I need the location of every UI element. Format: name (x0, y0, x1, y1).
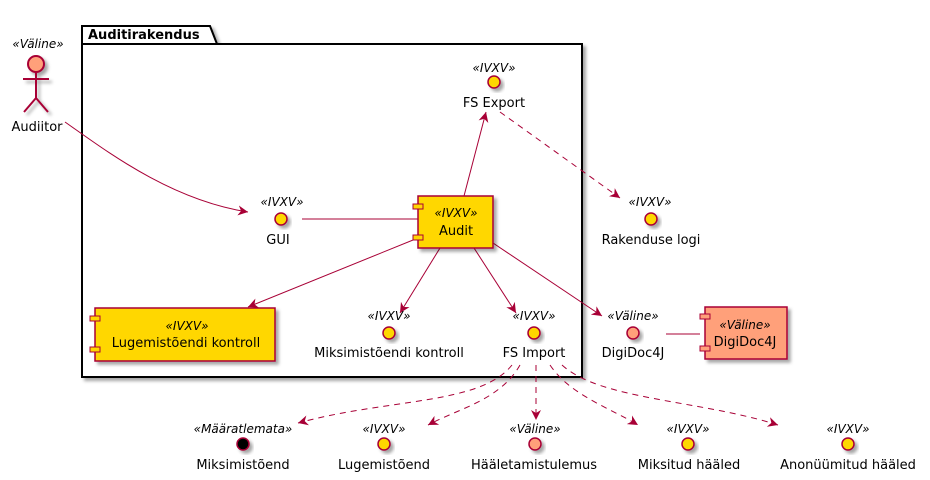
gui-label: GUI (266, 233, 289, 248)
fs-export-label: FS Export (463, 96, 525, 111)
interface-anonuumitud-haaled: «IVXV» Anonüümitud hääled (780, 422, 916, 473)
miksitud-haaled-lollipop (681, 437, 695, 451)
digidoc4j-if-lollipop (626, 326, 640, 340)
package-auditirakendus: Auditirakendus (81, 25, 583, 378)
edge-audit-miksimistoendi-kontroll (399, 247, 441, 314)
digidoc4j-label: DigiDoc4J (714, 335, 777, 350)
interface-haaletamistulemus: «Väline» Hääletamistulemus (471, 422, 597, 473)
edge-audit-lugemistoendi-kontroll (247, 237, 419, 308)
haaletamistulemus-lollipop (528, 437, 542, 451)
audit-label: Audit (439, 224, 473, 239)
miksimistoend-label: Miksimistõend (196, 458, 289, 473)
edge-fs-import-miksitud-haaled (549, 364, 639, 426)
edge-audit-fs-export (463, 111, 489, 197)
actor-label: Audiitor (11, 120, 63, 135)
edge-fs-import-miksimistoend (297, 364, 513, 426)
interface-gui: «IVXV» GUI (261, 195, 304, 248)
component-lugemistoendi-kontroll: «IVXV» Lugemistõendi kontroll (89, 307, 276, 362)
interface-miksitud-haaled: «IVXV» Miksitud hääled (638, 422, 741, 473)
miksimistoendi-kontroll-label: Miksimistõendi kontroll (314, 346, 464, 361)
edge-fs-import-anonuumitud-haaled (561, 364, 779, 427)
component-digidoc4j: «Väline» DigiDoc4J (699, 306, 788, 360)
lugemistoend-lollipop (377, 437, 391, 451)
anonuumitud-haaled-stereotype: «IVXV» (827, 422, 870, 436)
fs-import-label: FS Import (503, 346, 566, 361)
rakenduse-logi-lollipop (644, 212, 658, 226)
package-title: Auditirakendus (88, 28, 200, 43)
miksitud-haaled-stereotype: «IVXV» (667, 422, 710, 436)
edge-audit-fs-import (473, 247, 517, 314)
lugemistoendi-kontroll-label: Lugemistõendi kontroll (112, 336, 260, 351)
miksimistoendi-kontroll-lollipop (382, 326, 396, 340)
haaletamistulemus-stereotype: «Väline» (509, 422, 560, 436)
digidoc4j-if-label: DigiDoc4J (602, 346, 665, 361)
miksimistoend-stereotype: «Määratlemata» (194, 422, 293, 436)
lugemistoend-stereotype: «IVXV» (363, 422, 406, 436)
miksitud-haaled-label: Miksitud hääled (638, 458, 741, 473)
lugemistoendi-kontroll-stereotype: «IVXV» (166, 319, 209, 333)
interface-digidoc4j: «Väline» DigiDoc4J (602, 309, 665, 361)
edge-audit-digidoc4j (492, 242, 603, 317)
fs-import-lollipop (527, 326, 541, 340)
rakenduse-logi-stereotype: «IVXV» (629, 195, 672, 209)
fs-import-stereotype: «IVXV» (513, 309, 556, 323)
miksimistoend-lollipop (236, 437, 250, 451)
lugemistoend-label: Lugemistõend (338, 458, 430, 473)
interface-miksimistoendi-kontroll: «IVXV» Miksimistõendi kontroll (314, 309, 464, 361)
component-audit: «IVXV» Audit (412, 195, 494, 249)
interface-rakenduse-logi: «IVXV» Rakenduse logi (602, 195, 701, 248)
actor-stereotype: «Väline» (12, 37, 63, 51)
gui-lollipop (274, 212, 288, 226)
interface-lugemistoend: «IVXV» Lugemistõend (338, 422, 430, 473)
digidoc4j-if-stereotype: «Väline» (607, 309, 658, 323)
anonuumitud-haaled-lollipop (841, 437, 855, 451)
fs-export-stereotype: «IVXV» (473, 61, 516, 75)
haaletamistulemus-label: Hääletamistulemus (471, 458, 597, 473)
actor-audiitor: «Väline» Audiitor (11, 37, 63, 135)
edge-fs-import-lugemistoend (427, 364, 521, 426)
interface-miksimistoend: «Määratlemata» Miksimistõend (194, 422, 293, 473)
edge-audiitor-gui (64, 121, 249, 216)
interface-fs-export: «IVXV» FS Export (463, 61, 525, 111)
actor-figure (23, 55, 49, 113)
anonuumitud-haaled-label: Anonüümitud hääled (780, 458, 916, 473)
digidoc4j-stereotype: «Väline» (719, 318, 770, 332)
rakenduse-logi-label: Rakenduse logi (602, 233, 701, 248)
fs-export-lollipop (487, 75, 501, 89)
edge-fs-export-rakenduse-logi (499, 111, 621, 199)
audit-stereotype: «IVXV» (435, 206, 478, 220)
edges (64, 111, 779, 427)
miksimistoendi-kontroll-stereotype: «IVXV» (368, 309, 411, 323)
gui-stereotype: «IVXV» (261, 195, 304, 209)
interface-fs-import: «IVXV» FS Import (503, 309, 566, 361)
